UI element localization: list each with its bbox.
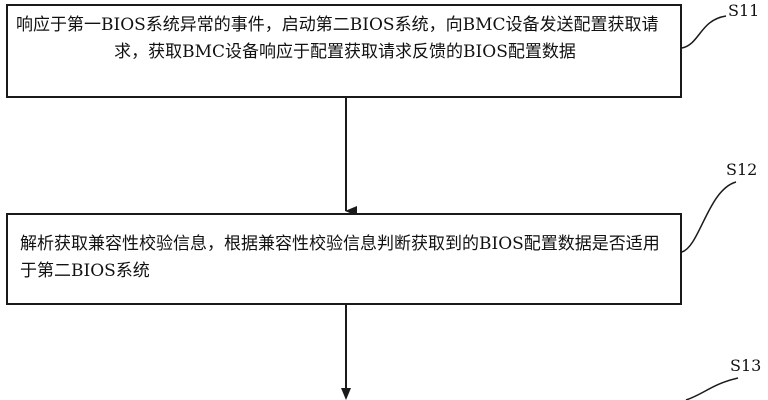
arrow-s12-to-s13-head [341, 388, 351, 400]
step-text-s11: 响应于第一BIOS系统异常的事件，启动第二BIOS系统，向BMC设备发送配置获取… [16, 15, 659, 62]
leader-curve-s12 [681, 181, 737, 253]
leader-curve-s13 [685, 377, 739, 400]
step-box-s12: 解析获取兼容性校验信息，根据兼容性校验信息判断获取到的BIOS配置数据是否适用于… [6, 213, 682, 305]
step-label-s11: S11 [728, 1, 760, 20]
step-label-s12: S12 [726, 160, 758, 179]
step-label-s13: S13 [730, 356, 762, 375]
step-text-s12: 解析获取兼容性校验信息，根据兼容性校验信息判断获取到的BIOS配置数据是否适用于… [20, 234, 660, 281]
step-box-s11: 响应于第一BIOS系统异常的事件，启动第二BIOS系统，向BMC设备发送配置获取… [6, 4, 682, 98]
leader-curve-s11 [681, 15, 727, 49]
